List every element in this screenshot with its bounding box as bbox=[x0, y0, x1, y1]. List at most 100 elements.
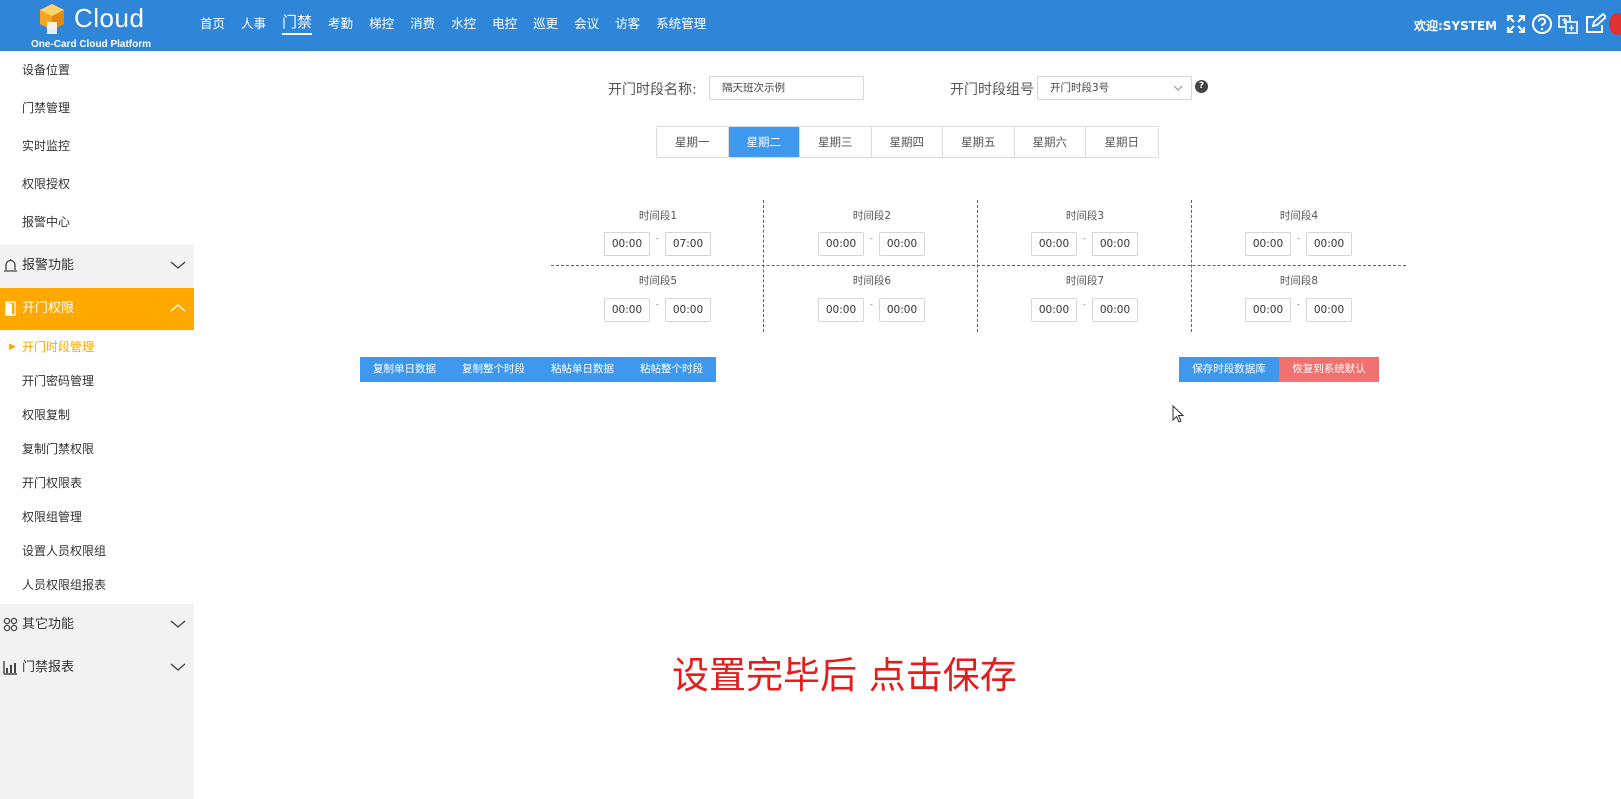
sidebar-item-person-permission-report[interactable]: 人员权限组报表 bbox=[22, 578, 107, 592]
sidebar-item-alarm-center[interactable]: 报警中心 bbox=[22, 215, 71, 229]
nav-item-consumption[interactable]: 消费 bbox=[410, 16, 436, 31]
period-start-input[interactable]: 00:00 bbox=[1031, 298, 1077, 322]
period-separator: - bbox=[1083, 234, 1086, 243]
copy-day-button[interactable]: 复制单日数据 bbox=[360, 357, 449, 382]
chevron-down-icon bbox=[170, 620, 186, 628]
tab-monday[interactable]: 星期一 bbox=[657, 127, 729, 157]
sidebar-group-label: 开门权限 bbox=[22, 301, 75, 316]
period-start-input[interactable]: 00:00 bbox=[604, 232, 650, 256]
nav-item-patrol[interactable]: 巡更 bbox=[533, 16, 559, 31]
nav-item-meeting[interactable]: 会议 bbox=[574, 16, 600, 31]
grid-icon bbox=[3, 617, 18, 632]
nav-item-home[interactable]: 首页 bbox=[200, 16, 226, 31]
nav-item-electric[interactable]: 电控 bbox=[492, 16, 518, 31]
top-navbar: Cloud One-Card Cloud Platform 首页 人事 门禁 考… bbox=[0, 0, 1621, 51]
period-end-input[interactable]: 00:00 bbox=[1092, 298, 1138, 322]
period-end-input[interactable]: 00:00 bbox=[879, 298, 925, 322]
period-group-label: 开门时段组号 bbox=[950, 82, 1034, 98]
help-icon[interactable]: ? bbox=[1195, 80, 1208, 93]
period-separator: - bbox=[1083, 300, 1086, 309]
sidebar-item-permission-copy[interactable]: 权限复制 bbox=[22, 408, 71, 422]
nav-item-attendance[interactable]: 考勤 bbox=[328, 16, 354, 31]
period-start-input[interactable]: 00:00 bbox=[1031, 232, 1077, 256]
tab-friday[interactable]: 星期五 bbox=[943, 127, 1015, 157]
logo-subtitle: One-Card Cloud Platform bbox=[31, 39, 152, 50]
nav-item-visitor[interactable]: 访客 bbox=[615, 16, 641, 31]
tab-saturday[interactable]: 星期六 bbox=[1014, 127, 1086, 157]
sidebar-group-label: 其它功能 bbox=[22, 617, 75, 632]
sidebar-group-label: 门禁报表 bbox=[22, 660, 75, 675]
period-title: 时间段6 bbox=[852, 275, 892, 287]
sidebar-item-copy-access-permission[interactable]: 复制门禁权限 bbox=[22, 442, 95, 456]
help-circle-icon[interactable] bbox=[1531, 13, 1553, 35]
period-separator: - bbox=[656, 300, 659, 309]
paste-all-button[interactable]: 粘帖整个时段 bbox=[627, 357, 716, 382]
sidebar-group-label: 报警功能 bbox=[22, 258, 75, 273]
sidebar-item-device-location[interactable]: 设备位置 bbox=[22, 63, 71, 77]
sidebar-item-access-management[interactable]: 门禁管理 bbox=[22, 101, 71, 115]
chart-icon bbox=[3, 661, 17, 675]
nav-item-access-control[interactable]: 门禁 bbox=[282, 13, 313, 35]
grid-divider bbox=[977, 200, 978, 332]
logout-icon[interactable] bbox=[1609, 13, 1621, 35]
restore-default-button[interactable]: 恢复到系统默认 bbox=[1279, 357, 1379, 382]
period-title: 时间段5 bbox=[638, 275, 678, 287]
grid-divider bbox=[1191, 200, 1192, 332]
edit-icon[interactable] bbox=[1584, 13, 1606, 35]
period-title: 时间段3 bbox=[1065, 210, 1105, 222]
sidebar-top-section bbox=[0, 51, 194, 245]
door-icon bbox=[5, 301, 16, 316]
weekday-tabs: 星期一 星期二 星期三 星期四 星期五 星期六 星期日 bbox=[656, 126, 1159, 158]
period-name-label: 开门时段名称: bbox=[608, 82, 697, 98]
sidebar-group-door-permission[interactable]: 开门权限 bbox=[0, 288, 194, 330]
period-separator: - bbox=[870, 300, 873, 309]
period-group-value: 开门时段3号 bbox=[1050, 82, 1110, 94]
instruction-caption: 设置完毕后 点击保存 bbox=[672, 654, 1017, 697]
sidebar: 设备位置 门禁管理 实时监控 权限授权 报警中心 报警功能 开门权限 ▶ 开门时… bbox=[0, 51, 194, 799]
nav-item-system[interactable]: 系统管理 bbox=[656, 16, 707, 31]
sidebar-group-alarm[interactable]: 报警功能 bbox=[0, 245, 194, 287]
sidebar-item-permission-group-management[interactable]: 权限组管理 bbox=[22, 510, 83, 524]
paste-day-button[interactable]: 粘帖单日数据 bbox=[538, 357, 627, 382]
language-icon[interactable] bbox=[1557, 13, 1579, 35]
tab-thursday[interactable]: 星期四 bbox=[871, 127, 943, 157]
period-end-input[interactable]: 00:00 bbox=[1306, 298, 1352, 322]
period-separator: - bbox=[1297, 300, 1300, 309]
period-start-input[interactable]: 00:00 bbox=[604, 298, 650, 322]
period-end-input[interactable]: 00:00 bbox=[1092, 232, 1138, 256]
tab-tuesday[interactable]: 星期二 bbox=[728, 127, 800, 157]
sidebar-group-report[interactable]: 门禁报表 bbox=[0, 647, 194, 689]
logo-cube-icon bbox=[40, 4, 64, 34]
sidebar-item-permission-grant[interactable]: 权限授权 bbox=[22, 177, 71, 191]
period-separator: - bbox=[870, 234, 873, 243]
period-start-input[interactable]: 00:00 bbox=[818, 298, 864, 322]
period-end-input[interactable]: 07:00 bbox=[665, 232, 711, 256]
caret-right-icon: ▶ bbox=[9, 342, 16, 352]
grid-divider bbox=[763, 200, 764, 332]
tab-wednesday[interactable]: 星期三 bbox=[800, 127, 872, 157]
period-start-input[interactable]: 00:00 bbox=[1245, 298, 1291, 322]
period-title: 时间段1 bbox=[638, 210, 678, 222]
sidebar-item-door-time-period[interactable]: ▶ 开门时段管理 bbox=[0, 330, 194, 364]
nav-item-water[interactable]: 水控 bbox=[451, 16, 477, 31]
nav-item-elevator[interactable]: 梯控 bbox=[369, 16, 395, 31]
sidebar-item-set-person-permission-group[interactable]: 设置人员权限组 bbox=[22, 544, 107, 558]
sidebar-group-other[interactable]: 其它功能 bbox=[0, 604, 194, 646]
save-button[interactable]: 保存时段数据库 bbox=[1179, 357, 1279, 382]
sidebar-item-door-permission-table[interactable]: 开门权限表 bbox=[22, 476, 83, 490]
sidebar-sub-section bbox=[0, 330, 194, 604]
period-end-input[interactable]: 00:00 bbox=[665, 298, 711, 322]
fullscreen-icon[interactable] bbox=[1505, 13, 1527, 35]
period-end-input[interactable]: 00:00 bbox=[1306, 232, 1352, 256]
nav-item-personnel[interactable]: 人事 bbox=[241, 16, 267, 31]
period-start-input[interactable]: 00:00 bbox=[818, 232, 864, 256]
copy-all-button[interactable]: 复制整个时段 bbox=[449, 357, 538, 382]
sidebar-item-realtime-monitor[interactable]: 实时监控 bbox=[22, 139, 71, 153]
period-separator: - bbox=[1297, 234, 1300, 243]
period-group-select[interactable]: 开门时段3号 bbox=[1037, 76, 1192, 100]
period-end-input[interactable]: 00:00 bbox=[879, 232, 925, 256]
sidebar-item-door-password[interactable]: 开门密码管理 bbox=[22, 374, 95, 388]
period-name-input[interactable]: 隔天班次示例 bbox=[709, 76, 864, 100]
period-start-input[interactable]: 00:00 bbox=[1245, 232, 1291, 256]
tab-sunday[interactable]: 星期日 bbox=[1086, 127, 1158, 157]
